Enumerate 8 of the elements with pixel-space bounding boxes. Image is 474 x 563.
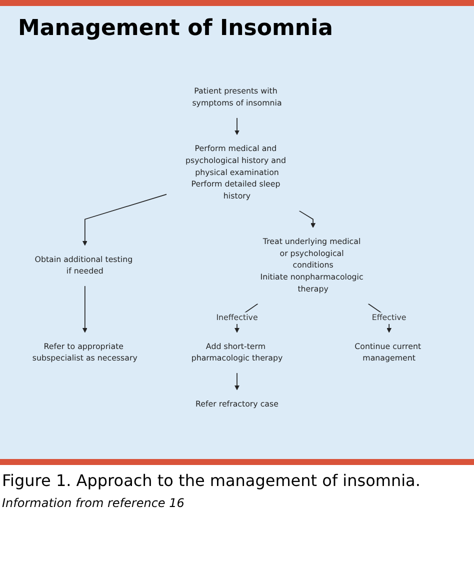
arrow <box>298 210 316 228</box>
arrow <box>234 372 240 390</box>
source-note: Information from reference 16 <box>2 496 184 510</box>
arrow <box>234 117 240 135</box>
diagram-title: Management of Insomnia <box>18 16 333 41</box>
arrow <box>82 194 168 246</box>
figure-caption: Figure 1. Approach to the management of insomnia. <box>2 471 420 490</box>
arrow <box>82 286 88 333</box>
